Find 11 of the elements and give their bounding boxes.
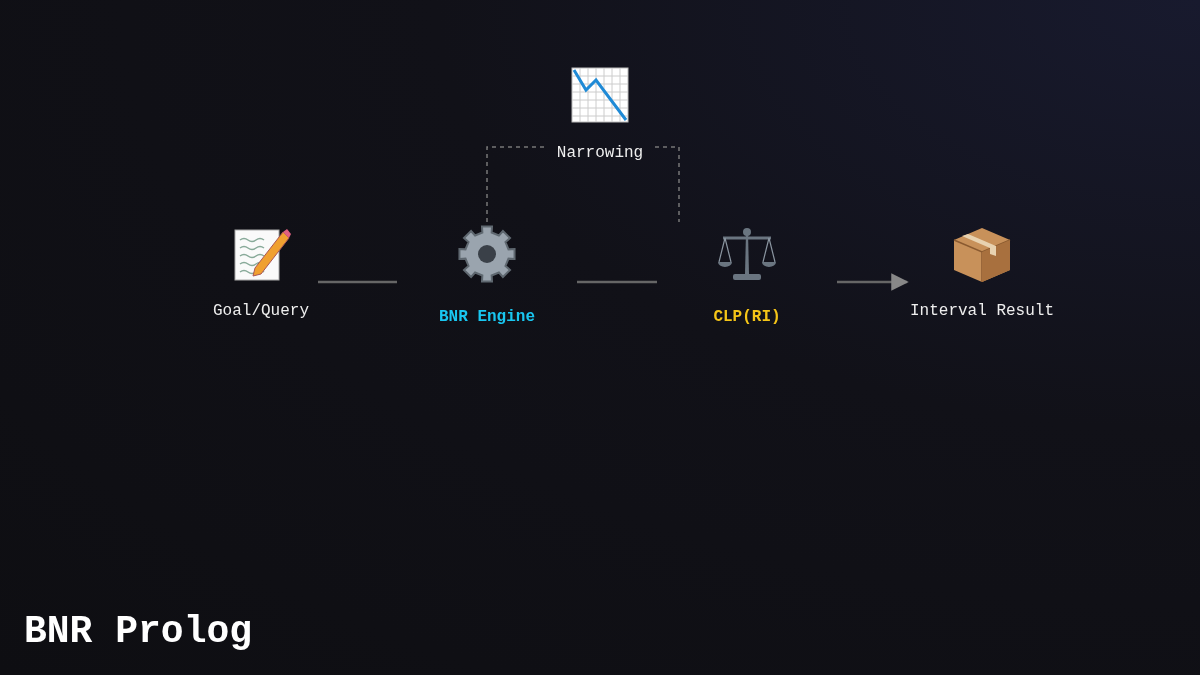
node-label: Narrowing [555,144,645,162]
connector-line [837,273,909,291]
dashed-connector [486,146,546,223]
node-label: Goal/Query [212,302,310,320]
page-title: BNR Prolog [24,610,253,653]
dashed-connector [654,146,680,223]
node-label: CLP(RI) [712,308,782,326]
connector-line [577,280,657,284]
connector-line [318,280,397,284]
node-label: BNR Engine [438,308,536,326]
node-label: Interval Result [909,302,1055,320]
